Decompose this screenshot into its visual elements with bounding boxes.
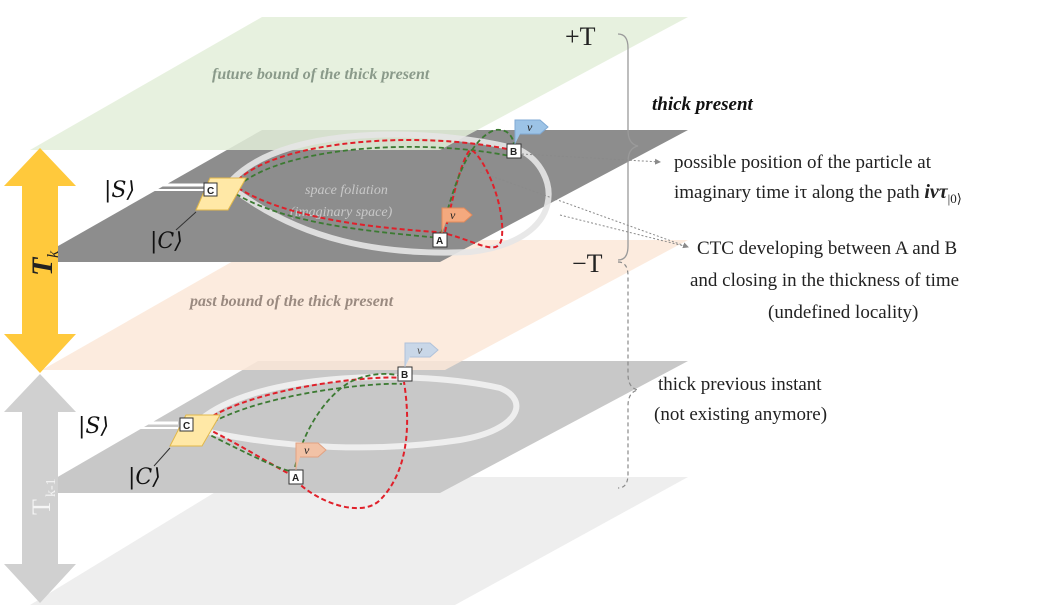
lowest-plane — [30, 477, 688, 605]
past-bound-label: past bound of the thick present — [188, 293, 394, 310]
previous-instant-subscript: k-1 — [44, 478, 59, 497]
ctc-annotation-line1: CTC developing between A and B — [697, 238, 957, 259]
leader-ctc-1 — [479, 171, 689, 249]
red-path-lower-previous — [205, 381, 409, 510]
ctc-annotation-line2: and closing in the thickness of time — [690, 270, 959, 291]
velocity-flag-A-current — [441, 207, 473, 233]
red-path-upper-current — [237, 139, 513, 181]
previous-instant-arrow: T k-1 — [4, 374, 76, 603]
green-path-lower-current — [235, 128, 515, 239]
C-marker-previous — [179, 417, 194, 432]
current-foliation-plane — [30, 130, 688, 262]
A-marker-label-previous: A — [292, 473, 299, 484]
C-marker-label-current: C — [207, 186, 214, 197]
B-marker-current — [506, 143, 522, 159]
foliation-label-line2: (imaginary space) — [290, 205, 393, 220]
velocity-v-B-previous: v — [417, 343, 423, 357]
velocity-flag-B-current — [514, 119, 549, 144]
thick-present-label: thick present — [652, 94, 754, 115]
ket-S-previous: |S⟩ — [78, 414, 109, 439]
B-marker-label-previous: B — [401, 370, 408, 381]
foliation-label-line1: space foliation — [305, 183, 388, 198]
velocity-v-B-current: v — [527, 120, 533, 134]
velocity-v-A-previous: v — [304, 443, 310, 457]
A-marker-current — [432, 232, 448, 248]
position-annotation-line2: imaginary time iτ along the path ivτ|0⟩ — [674, 181, 962, 206]
current-instant-arrow: T k — [4, 148, 76, 373]
current-plane-paths: C B A v v — [150, 119, 552, 256]
ctc-annotation-line3: (undefined locality) — [768, 302, 918, 323]
current-instant-subscript: k — [45, 250, 62, 258]
leader-ctc-2 — [559, 214, 689, 248]
current-instant-label: T — [26, 256, 59, 276]
minus-T-label: −T — [572, 249, 603, 278]
previous-plane-paths: C B A v v — [118, 342, 520, 510]
B-marker-label-current: B — [510, 147, 517, 158]
ket-S-current: |S⟩ — [104, 178, 135, 203]
future-bound-plane — [30, 17, 688, 150]
previous-annotation-line2: (not existing anymore) — [654, 404, 827, 425]
ctc-loop-previous — [198, 374, 520, 451]
thick-present-brace — [617, 33, 639, 261]
A-marker-label-current: A — [436, 236, 443, 247]
future-bound-label: future bound of the thick present — [212, 66, 430, 83]
red-path-upper-previous — [205, 376, 403, 421]
previous-instant-brace — [617, 261, 639, 489]
velocity-v-A-current: v — [450, 208, 456, 222]
C-marker-current — [203, 182, 218, 197]
ket-C-previous: |C⟩ — [128, 465, 161, 490]
past-bound-plane — [42, 240, 688, 370]
velocity-flag-A-previous — [295, 442, 327, 470]
previous-instant-label: T — [27, 499, 56, 515]
previous-instant-plane — [30, 361, 688, 493]
previous-annotation-line1: thick previous instant — [658, 374, 822, 395]
red-path-lower-current — [237, 148, 504, 249]
ctc-loop-current — [229, 131, 552, 256]
position-annotation-line1: possible position of the particle at — [674, 152, 932, 173]
C-marker-label-previous: C — [183, 421, 190, 432]
leader-position — [521, 153, 661, 165]
plus-T-label: +T — [565, 22, 596, 51]
green-path-upper-previous — [205, 382, 403, 427]
ket-C-current: |C⟩ — [150, 229, 183, 254]
green-path-lower-previous — [203, 373, 406, 474]
velocity-flag-B-previous — [404, 342, 439, 367]
